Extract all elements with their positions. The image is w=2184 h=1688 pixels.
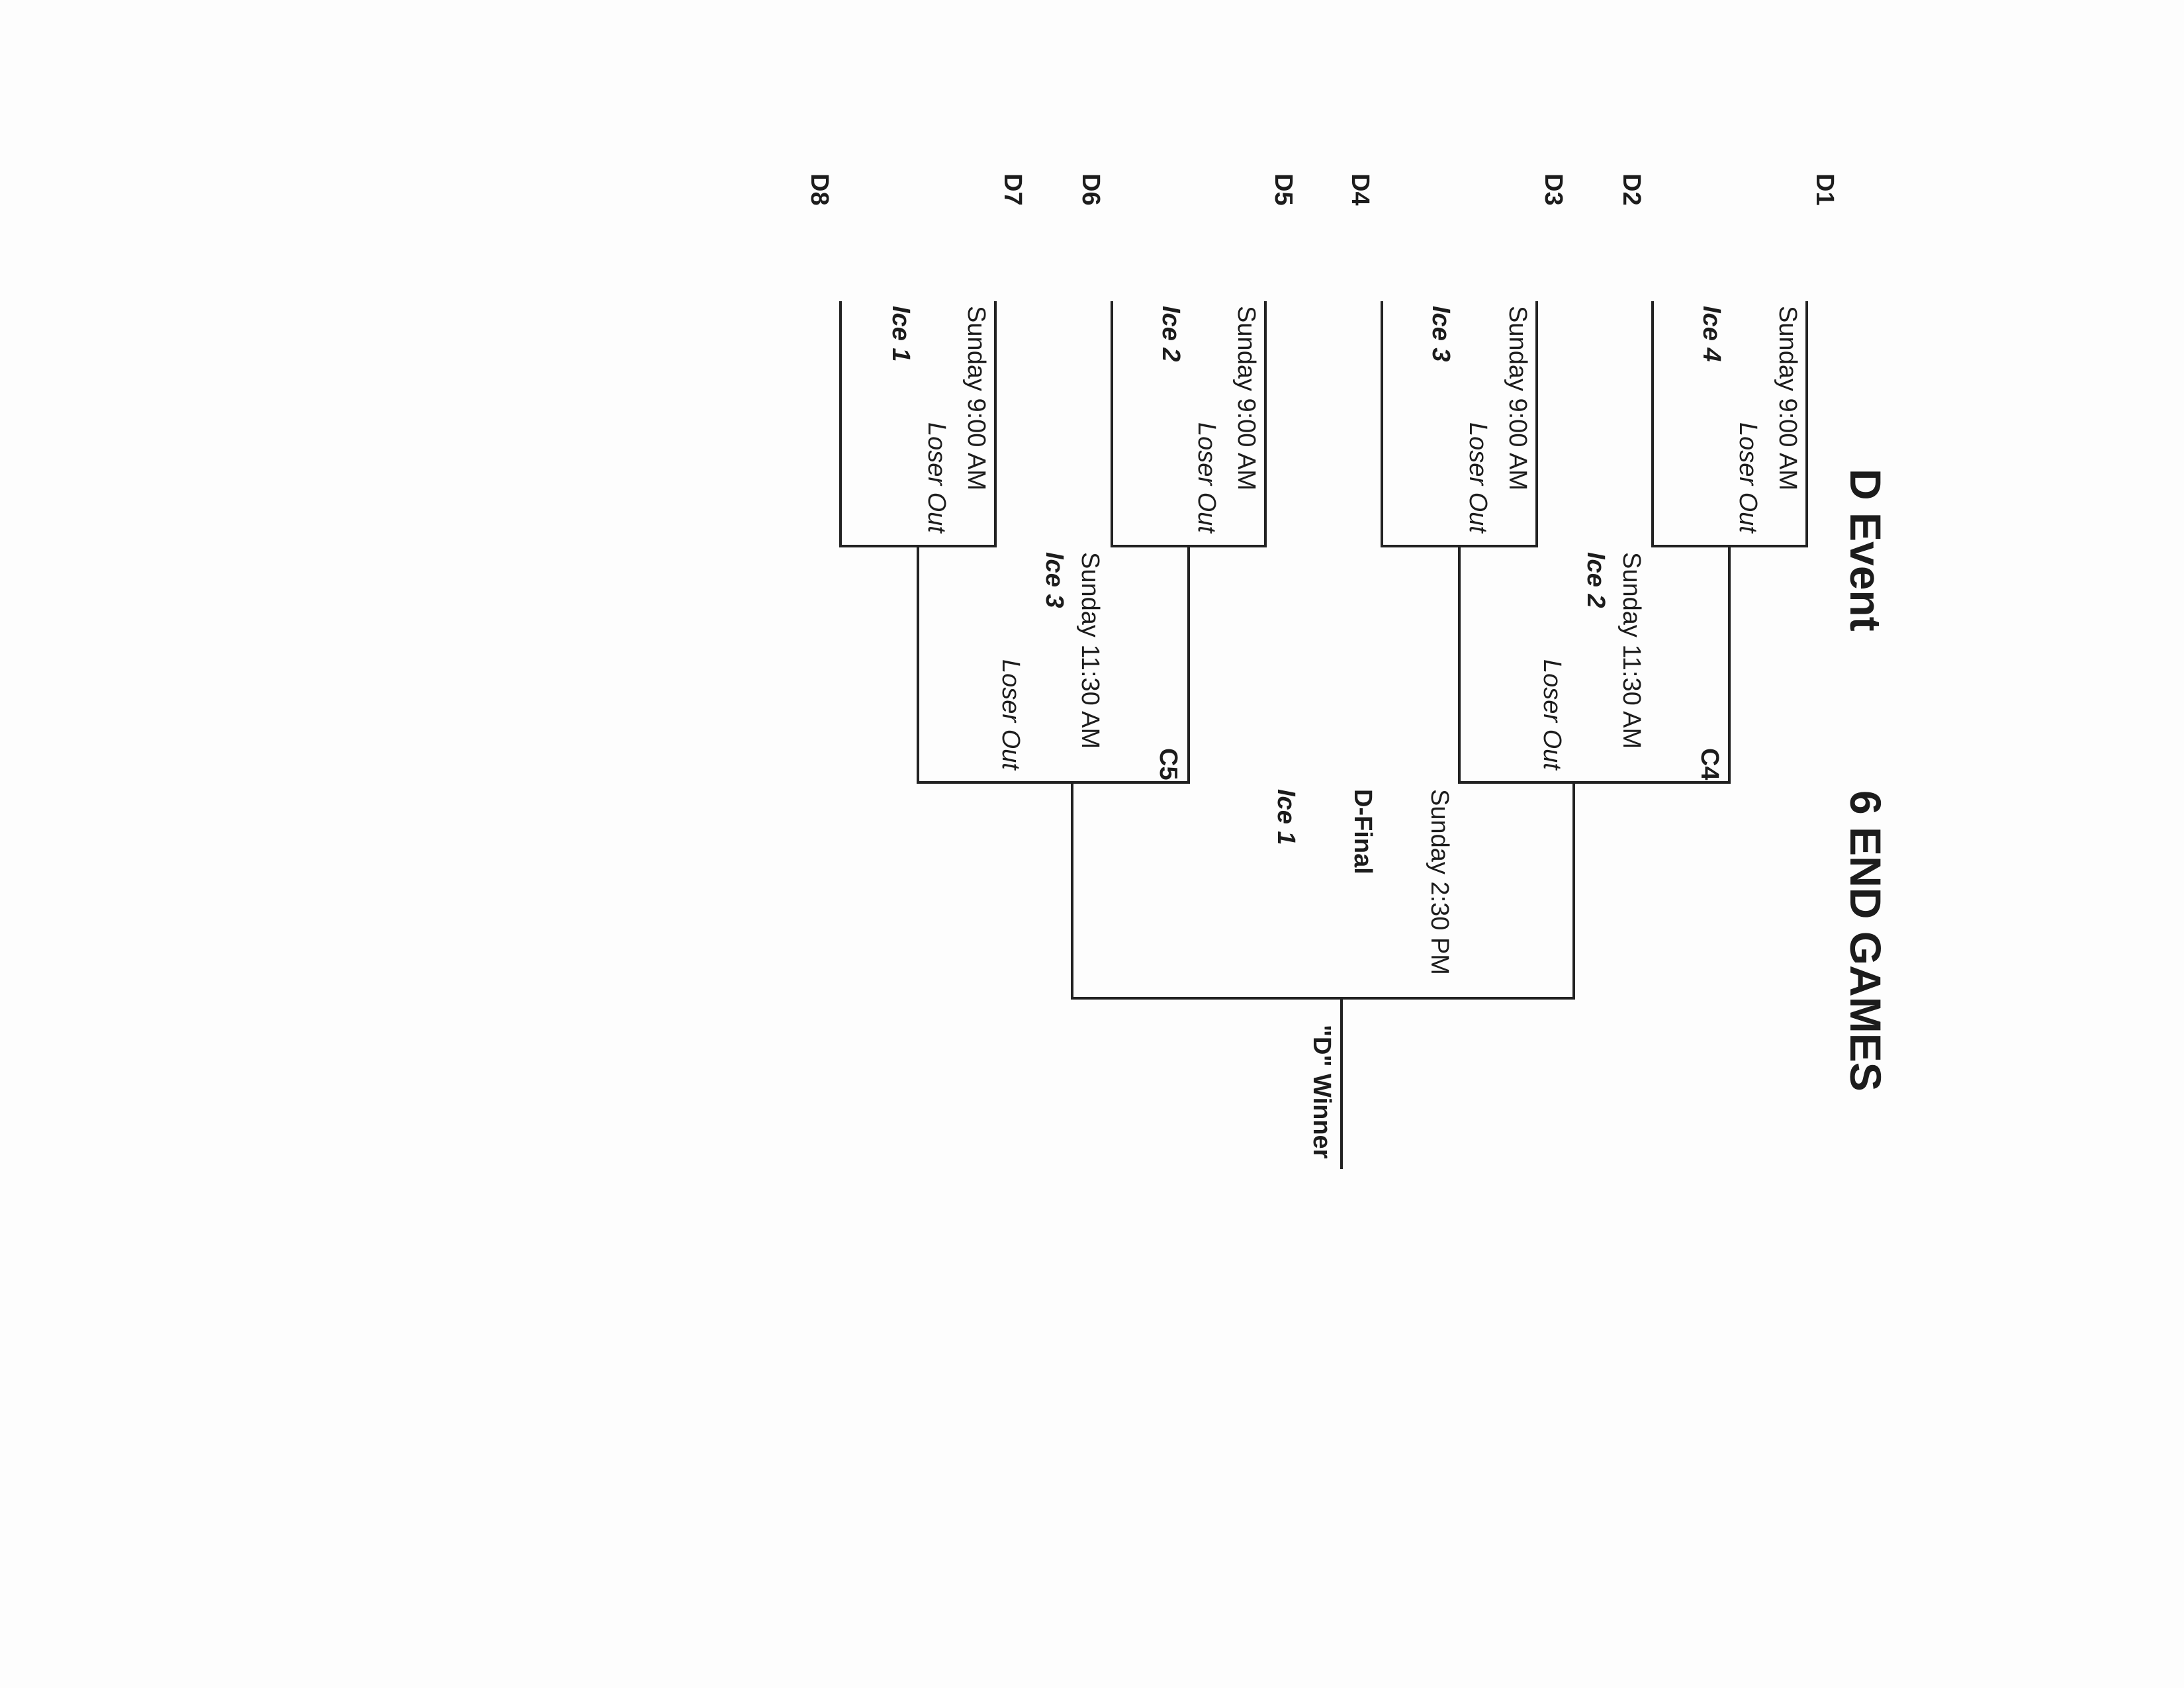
- r2-g1-ice: Ice 2: [1582, 552, 1610, 608]
- r1-g1-note: Loser Out: [1734, 422, 1762, 533]
- seed-d7: D7: [999, 173, 1026, 206]
- r1-g4-ice: Ice 1: [887, 306, 915, 362]
- winner-label: "D" Winner: [1308, 1025, 1336, 1159]
- r2-g1-code: C4: [1696, 748, 1723, 780]
- final-time: Sunday 2:30 PM: [1426, 789, 1453, 975]
- seed-d3: D3: [1539, 173, 1567, 206]
- r1-g1-ice: Ice 4: [1698, 306, 1725, 362]
- seed-d4: D4: [1346, 173, 1374, 206]
- final-ice: Ice 1: [1272, 789, 1300, 845]
- page-title: D Event: [1841, 469, 1890, 632]
- r2-g1-time: Sunday 11:30 AM: [1617, 552, 1645, 749]
- r1-g3-note: Loser Out: [1193, 422, 1220, 533]
- r1-g2-time: Sunday 9:00 AM: [1504, 306, 1531, 491]
- r1-g1-time: Sunday 9:00 AM: [1774, 306, 1801, 491]
- bracket-final: [1071, 782, 1575, 1000]
- bracket-r2-bottom: [917, 546, 1190, 784]
- r2-g2-ice: Ice 3: [1040, 552, 1068, 608]
- r2-g2-note: Loser Out: [997, 659, 1024, 770]
- r1-g2-note: Loser Out: [1464, 422, 1492, 533]
- r2-g2-time: Sunday 11:30 AM: [1076, 552, 1104, 749]
- r1-g2-ice: Ice 3: [1427, 306, 1455, 362]
- seed-d1: D1: [1811, 173, 1839, 206]
- r2-g2-code: C5: [1154, 748, 1182, 780]
- r1-g3-ice: Ice 2: [1157, 306, 1185, 362]
- seed-d6: D6: [1077, 173, 1105, 206]
- r1-g4-note: Loser Out: [923, 422, 950, 533]
- r1-g3-time: Sunday 9:00 AM: [1232, 306, 1260, 491]
- seed-d2: D2: [1617, 173, 1645, 206]
- r2-g1-note: Loser Out: [1538, 659, 1566, 770]
- seed-d5: D5: [1269, 173, 1297, 206]
- bracket-r2-top: [1458, 546, 1731, 784]
- seed-d8: D8: [805, 173, 833, 206]
- page-subtitle: 6 END GAMES: [1841, 790, 1890, 1092]
- final-label: D-Final: [1349, 789, 1377, 874]
- r1-g4-time: Sunday 9:00 AM: [962, 306, 990, 491]
